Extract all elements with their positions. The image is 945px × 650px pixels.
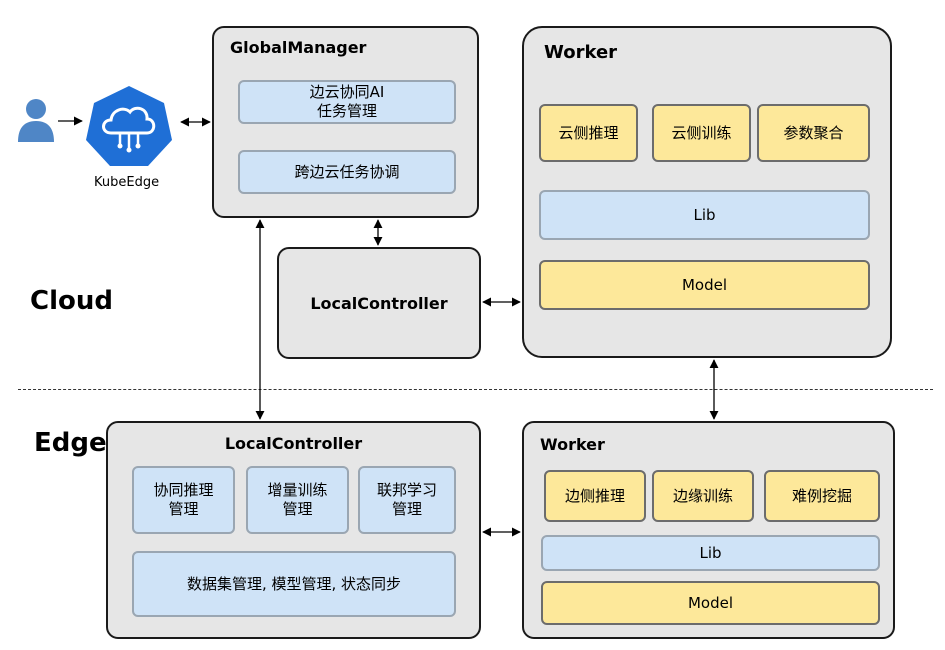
- hard-example-mining-module: 难例挖掘: [764, 470, 880, 522]
- edge-worker-lib: Lib: [541, 535, 880, 571]
- global-manager-panel: GlobalManager 边云协同AI 任务管理 跨边云任务协调: [212, 26, 479, 218]
- dataset-model-state-mgmt: 数据集管理, 模型管理, 状态同步: [132, 551, 456, 617]
- param-aggregation-module: 参数聚合: [757, 104, 870, 162]
- global-manager-title: GlobalManager: [230, 38, 367, 57]
- cloud-region-label: Cloud: [30, 286, 113, 316]
- federated-learning-mgmt: 联邦学习 管理: [358, 466, 456, 534]
- collab-inference-mgmt: 协同推理 管理: [132, 466, 235, 534]
- edge-training-module: 边缘训练: [652, 470, 754, 522]
- cloud-local-controller-panel: LocalController: [277, 247, 481, 359]
- edge-inference-module: 边侧推理: [544, 470, 646, 522]
- incremental-training-mgmt: 增量训练 管理: [246, 466, 349, 534]
- cloud-worker-panel: Worker 云侧推理 云侧训练 参数聚合 Lib Model: [522, 26, 892, 358]
- cloud-local-controller-title: LocalController: [310, 293, 448, 313]
- edge-worker-model: Model: [541, 581, 880, 625]
- cloud-worker-title: Worker: [544, 42, 618, 63]
- edge-local-controller-title: LocalController: [224, 434, 363, 453]
- global-manager-task-mgmt: 边云协同AI 任务管理: [238, 80, 456, 124]
- cloud-worker-model: Model: [539, 260, 870, 310]
- cloud-edge-divider: [18, 389, 933, 390]
- kubeedge-logo-icon: [84, 84, 174, 168]
- cloud-inference-module: 云侧推理: [539, 104, 638, 162]
- edge-worker-panel: Worker 边侧推理 边缘训练 难例挖掘 Lib Model: [522, 421, 895, 639]
- kubeedge-label: KubeEdge: [94, 175, 160, 190]
- edge-local-controller-panel: LocalController 协同推理 管理 增量训练 管理 联邦学习 管理 …: [106, 421, 481, 639]
- cloud-worker-lib: Lib: [539, 190, 870, 240]
- global-manager-task-coord: 跨边云任务协调: [238, 150, 456, 194]
- user-icon: [16, 96, 56, 142]
- edge-region-label: Edge: [34, 428, 107, 458]
- cloud-training-module: 云侧训练: [652, 104, 751, 162]
- edge-worker-title: Worker: [540, 435, 605, 454]
